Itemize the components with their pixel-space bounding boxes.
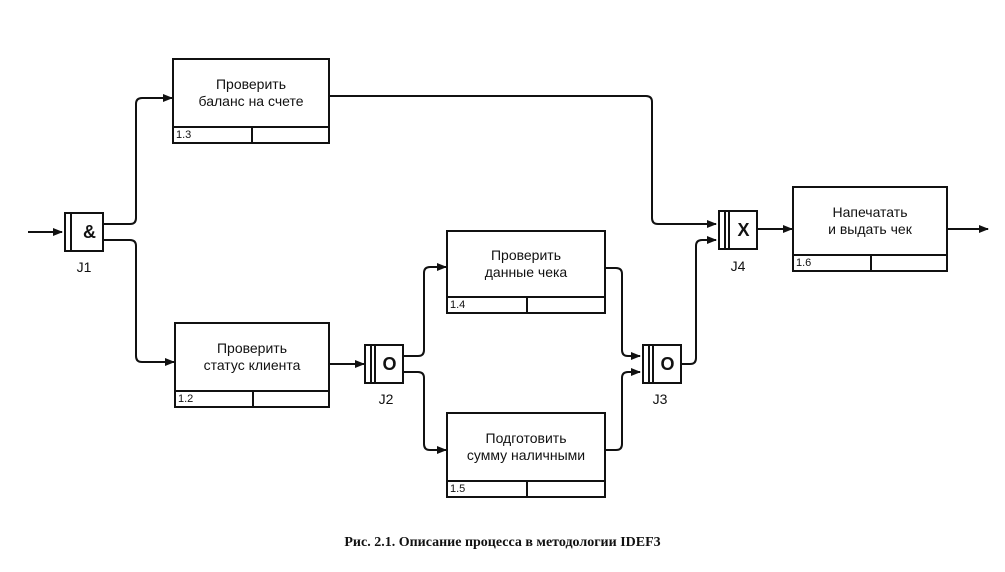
junction-label-j3: J3 — [652, 391, 668, 407]
junction-j4: X — [718, 210, 758, 250]
uob-check-balance: Проверить баланс на счете 1.3 — [172, 58, 330, 144]
uob-footer: 1.2 — [176, 390, 328, 406]
junction-bar — [648, 346, 650, 382]
uob-label: Напечатать и выдать чек — [828, 203, 912, 237]
junction-bar — [70, 214, 72, 250]
uob-check-cheque-data: Проверить данные чека 1.4 — [446, 230, 606, 314]
junction-bar — [370, 346, 372, 382]
footer-divider — [526, 482, 528, 496]
footer-divider — [251, 128, 253, 142]
uob-number: 1.2 — [178, 393, 194, 405]
arrow-1-5-j3 — [606, 368, 641, 451]
junction-bar — [728, 212, 730, 248]
uob-prepare-cash: Подготовить сумму наличными 1.5 — [446, 412, 606, 498]
uob-footer: 1.6 — [794, 254, 946, 270]
footer-divider — [870, 256, 872, 270]
junction-bar — [374, 346, 376, 382]
arrow-j2-1-4 — [404, 263, 447, 357]
uob-footer: 1.4 — [448, 296, 604, 312]
junction-label-j1: J1 — [76, 259, 92, 275]
uob-label: Проверить баланс на счете — [198, 75, 304, 109]
uob-check-client-status: Проверить статус клиента 1.2 — [174, 322, 330, 408]
junction-j2: O — [364, 344, 404, 384]
junction-xor-symbol: X — [737, 219, 750, 240]
arrow-j1-1-2 — [104, 239, 175, 366]
junction-bar — [652, 346, 654, 382]
uob-number: 1.3 — [176, 129, 192, 141]
junction-j3: O — [642, 344, 682, 384]
arrow-1-3-j4 — [330, 95, 717, 228]
uob-label: Проверить данные чека — [484, 246, 568, 280]
junction-label-j4: J4 — [730, 258, 746, 274]
junction-or-symbol: O — [382, 353, 397, 374]
footer-divider — [526, 298, 528, 312]
arrow-j3-j4 — [682, 236, 717, 365]
uob-label: Подготовить сумму наличными — [466, 429, 586, 463]
junction-j1: & — [64, 212, 104, 252]
arrow-1-4-j3 — [606, 267, 641, 360]
figure-caption: Рис. 2.1. Описание процесса в методологи… — [344, 535, 661, 550]
uob-footer: 1.3 — [174, 126, 328, 142]
footer-divider — [252, 392, 254, 406]
arrow-j1-1-3 — [104, 94, 173, 225]
uob-number: 1.4 — [450, 299, 466, 311]
uob-number: 1.5 — [450, 483, 466, 495]
uob-print-cheque: Напечатать и выдать чек 1.6 — [792, 186, 948, 272]
uob-label: Проверить статус клиента — [203, 339, 301, 373]
uob-number: 1.6 — [796, 257, 812, 269]
uob-footer: 1.5 — [448, 480, 604, 496]
junction-bar — [724, 212, 726, 248]
junction-label-j2: J2 — [378, 391, 394, 407]
junction-and-symbol: & — [83, 221, 96, 242]
junction-or-symbol: O — [660, 353, 675, 374]
arrow-j2-1-5 — [404, 371, 447, 454]
